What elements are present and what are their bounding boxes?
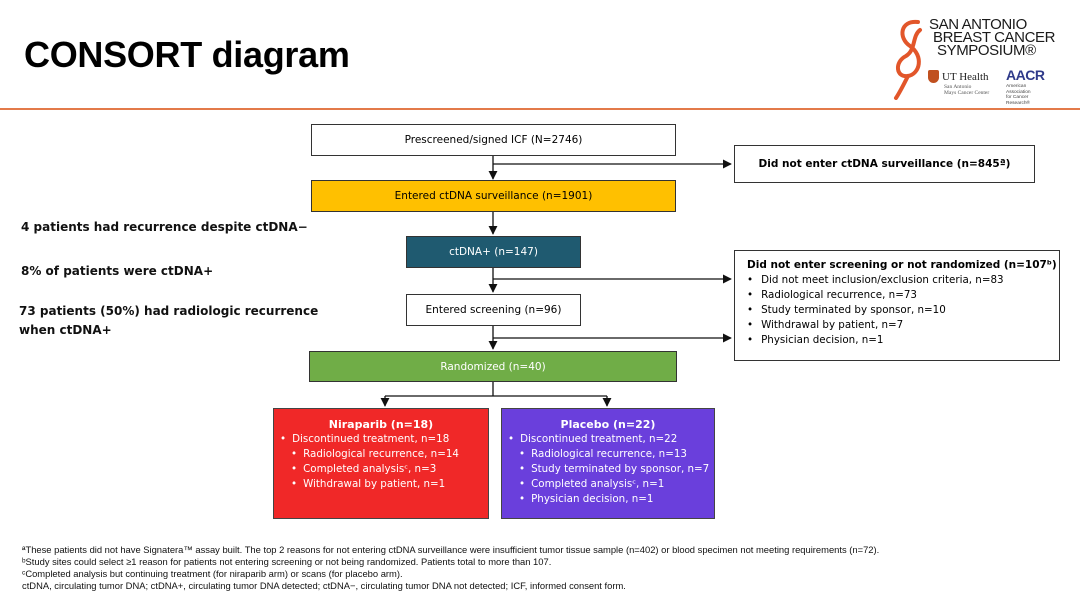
niraparib-main-item: Discontinued treatment, n=18 xyxy=(280,432,482,447)
logo-line-2: BREAST CANCER xyxy=(933,29,1056,46)
footnote-abbreviations: ctDNA, circulating tumor DNA; ctDNA+, ci… xyxy=(22,580,626,591)
side-note-radiologic-recurrence: 73 patients (50%) had radiologic recurre… xyxy=(19,304,319,318)
placebo-sub-item: Study terminated by sponsor, n=7 xyxy=(508,462,709,477)
ctdna-positive-box: ctDNA+ (n=147) xyxy=(406,236,581,268)
header-rule xyxy=(0,108,1080,110)
placebo-sub-item: Physician decision, n=1 xyxy=(508,492,708,507)
niraparib-sub-item: Radiological recurrence, n=14 xyxy=(280,447,482,462)
exclusion-item: Study terminated by sponsor, n=10 xyxy=(747,303,1059,318)
exclusion-item: Radiological recurrence, n=73 xyxy=(747,288,1059,303)
placebo-sub-item: Radiological recurrence, n=13 xyxy=(508,447,708,462)
exclusion-item: Withdrawal by patient, n=7 xyxy=(747,318,1059,333)
entered-screening-box: Entered screening (n=96) xyxy=(406,294,581,326)
exclusion-box: Did not enter screening or not randomize… xyxy=(734,250,1060,361)
exclusion-item: Physician decision, n=1 xyxy=(747,333,1059,348)
niraparib-arm-title: Niraparib (n=18) xyxy=(328,418,434,431)
placebo-main-item: Discontinued treatment, n=22 xyxy=(508,432,708,447)
ut-health-logo: UT Health xyxy=(928,70,989,83)
ribbon-logo-icon xyxy=(894,19,922,100)
footnote-c: ᶜCompleted analysis but continuing treat… xyxy=(22,568,403,579)
placebo-sub-item: Completed analysisᶜ, n=1 xyxy=(508,477,708,492)
placebo-arm-box: Placebo (n=22) Discontinued treatment, n… xyxy=(501,408,715,519)
entered-surveillance-box: Entered ctDNA surveillance (n=1901) xyxy=(311,180,676,212)
aacr-logo: AACR xyxy=(1006,67,1045,83)
niraparib-arm-box: Niraparib (n=18) Discontinued treatment,… xyxy=(273,408,489,519)
niraparib-sub-item: Completed analysisᶜ, n=3 xyxy=(280,462,482,477)
side-note-percent-positive: 8% of patients were ctDNA+ xyxy=(21,264,214,278)
niraparib-sub-item: Withdrawal by patient, n=1 xyxy=(280,477,482,492)
footnote-b: ᵇStudy sites could select ≥1 reason for … xyxy=(22,556,552,567)
footnote-a: ªThese patients did not have Signatera™ … xyxy=(22,544,880,555)
side-note-recurrence-despite-negative: 4 patients had recurrence despite ctDNA− xyxy=(21,220,308,234)
ut-shield-icon xyxy=(928,70,939,83)
side-note-radiologic-recurrence-cont: when ctDNA+ xyxy=(19,323,112,337)
footnotes: ªThese patients did not have Signatera™ … xyxy=(22,544,879,592)
logo-line-1: SAN ANTONIO xyxy=(929,16,1027,33)
ut-health-subtitle: San Antonio Mays Cancer Center xyxy=(944,84,990,96)
aacr-subtitle: American Association for Cancer Research… xyxy=(1006,84,1031,106)
logo-line-3: SYMPOSIUM® xyxy=(937,42,1036,59)
sabcs-logo: SAN ANTONIO BREAST CANCER SYMPOSIUM® UT … xyxy=(880,10,1076,106)
prescreened-box: Prescreened/signed ICF (N=2746) xyxy=(311,124,676,156)
placebo-arm-title: Placebo (n=22) xyxy=(560,418,656,431)
not-entered-surveillance-box: Did not enter ctDNA surveillance (n=845ª… xyxy=(734,145,1035,183)
randomized-box: Randomized (n=40) xyxy=(309,351,677,382)
page-title: CONSORT diagram xyxy=(24,34,350,75)
exclusion-title: Did not enter screening or not randomize… xyxy=(747,259,1057,271)
exclusion-item: Did not meet inclusion/exclusion criteri… xyxy=(747,273,1059,288)
